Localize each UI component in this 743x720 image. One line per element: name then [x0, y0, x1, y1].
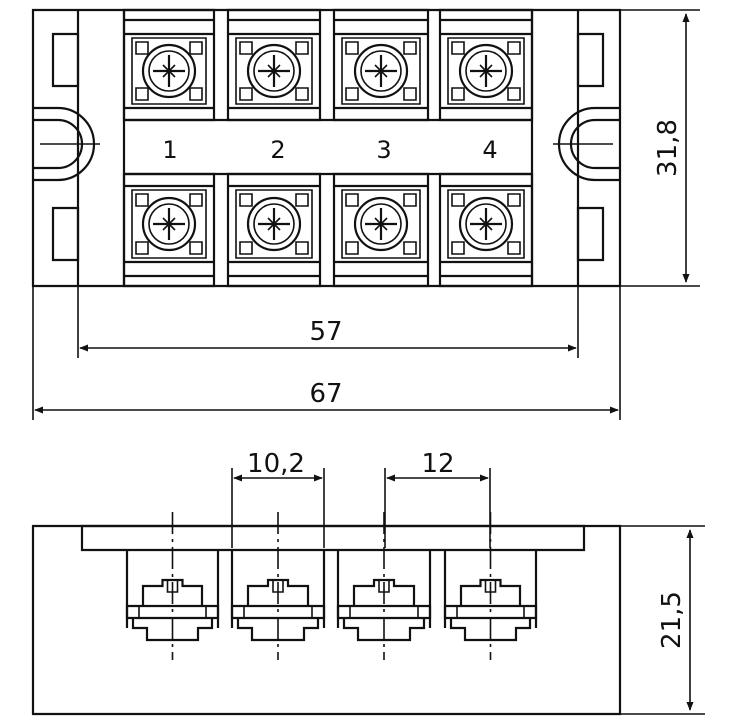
dim-height-top-label: 31,8	[653, 119, 683, 177]
terminal-number-3: 3	[376, 136, 391, 164]
terminal-screw-bottom-2	[228, 174, 320, 286]
side-terminal-3	[338, 512, 430, 660]
right-mount-slot	[553, 34, 620, 260]
block-outline	[33, 10, 620, 286]
dim-height-side-label: 21,5	[657, 591, 687, 649]
terminal-screw-top-2	[228, 10, 320, 120]
dim-terminal-width-label: 10,2	[247, 449, 305, 479]
terminal-screw-bottom-1	[124, 174, 214, 286]
terminal-number-4: 4	[482, 136, 497, 164]
dim-mount-spacing: 57	[78, 286, 578, 358]
top-view: 1 2 3 4 31,8 57 67	[33, 10, 700, 420]
terminal-screw-top-1	[124, 10, 214, 120]
side-top-plate	[82, 526, 584, 550]
terminal-number-1: 1	[162, 136, 177, 164]
side-view: 10,2 12 21,5	[33, 449, 705, 714]
dim-mount-spacing-label: 57	[309, 317, 342, 347]
dim-terminal-width: 10,2	[232, 449, 324, 548]
terminal-screw-bottom-3	[334, 174, 428, 286]
side-terminal-1	[127, 512, 218, 660]
dim-height-side: 21,5	[620, 526, 705, 714]
side-body	[33, 526, 620, 714]
side-terminals	[127, 512, 536, 660]
terminal-screw-top-3	[334, 10, 428, 120]
terminal-number-2: 2	[270, 136, 285, 164]
top-terminals	[124, 10, 532, 286]
side-terminal-2	[232, 512, 324, 660]
dim-terminal-pitch: 12	[385, 449, 490, 548]
side-terminal-4	[445, 512, 536, 660]
dim-height-top: 31,8	[620, 10, 700, 286]
dim-overall-length: 67	[33, 286, 620, 420]
left-mount-slot	[33, 34, 100, 260]
terminal-screw-top-4	[440, 10, 532, 120]
dim-overall-length-label: 67	[309, 379, 342, 409]
terminal-screw-bottom-4	[440, 174, 532, 286]
dim-terminal-pitch-label: 12	[421, 449, 454, 479]
